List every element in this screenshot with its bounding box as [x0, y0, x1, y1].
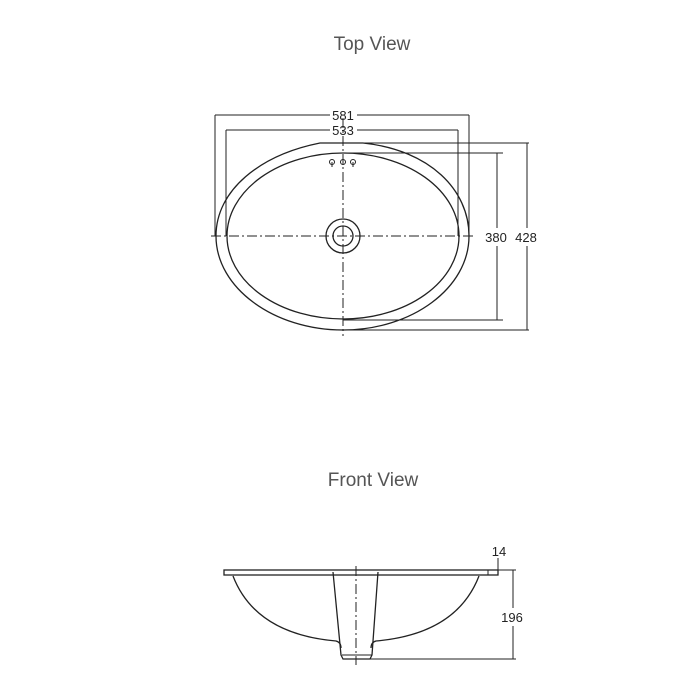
faucet-holes	[329, 159, 356, 167]
svg-text:14: 14	[492, 544, 506, 559]
basin-rim	[223, 569, 499, 576]
dimension-581: 581	[214, 108, 470, 236]
top-view: 581 533 380 428	[211, 108, 537, 336]
svg-text:428: 428	[515, 230, 537, 245]
dimension-196: 196	[370, 569, 523, 660]
svg-text:196: 196	[501, 610, 523, 625]
svg-text:380: 380	[485, 230, 507, 245]
bowl-profile-right	[370, 575, 480, 649]
svg-text:533: 533	[332, 123, 354, 138]
bowl-profile-left	[232, 575, 342, 649]
dimension-533: 533	[225, 123, 459, 236]
top-view-title: Top View	[334, 34, 411, 55]
front-view-title: Front View	[328, 470, 419, 491]
dimension-380: 380	[343, 152, 507, 321]
dimension-14: 14	[492, 544, 506, 575]
svg-text:581: 581	[332, 108, 354, 123]
dimension-428: 428	[343, 142, 537, 331]
front-view: 14 196	[223, 544, 523, 665]
